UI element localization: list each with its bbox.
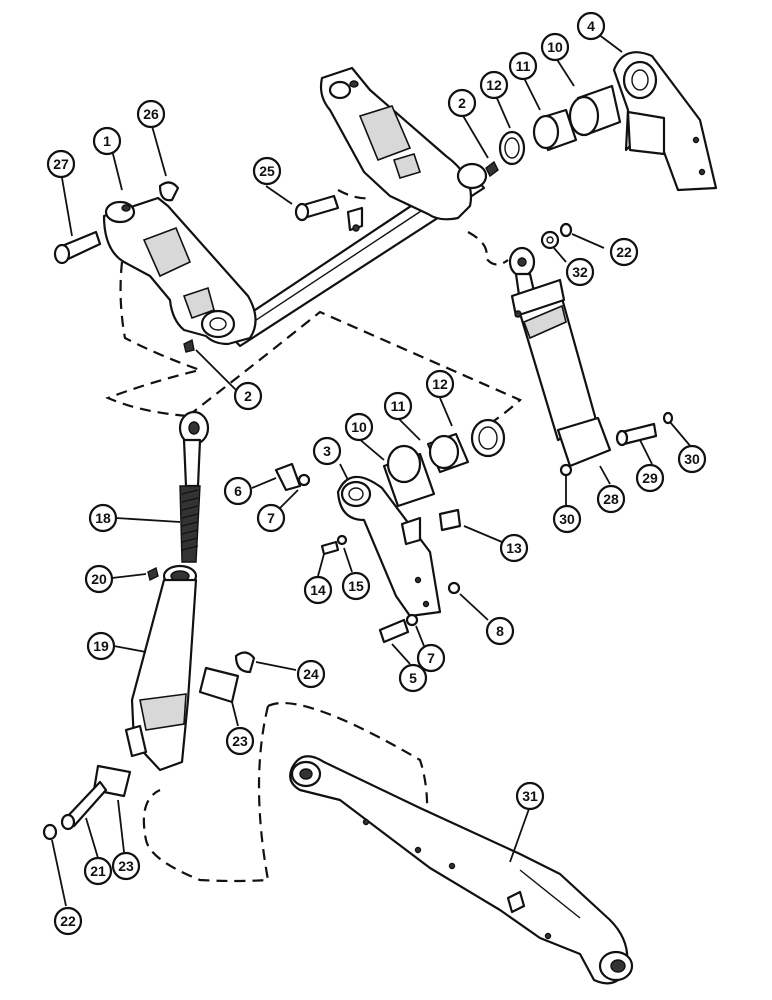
bushings-upper (498, 84, 622, 166)
svg-text:23: 23 (232, 733, 248, 749)
svg-text:11: 11 (516, 58, 531, 74)
svg-text:30: 30 (559, 511, 575, 527)
callout-11-lower: 11 (383, 391, 413, 421)
svg-text:20: 20 (91, 571, 107, 587)
callout-31: 31 (515, 781, 545, 811)
hydraulic-cylinder-28 (508, 246, 612, 468)
pin-25 (294, 194, 340, 222)
callout-22-lower: 22 (53, 906, 83, 936)
callout-4: 4 (576, 11, 606, 41)
block-13 (438, 508, 462, 532)
leader-lines (51, 33, 693, 907)
svg-text:26: 26 (143, 106, 159, 122)
callout-3: 3 (312, 436, 342, 466)
callout-12-upper: 12 (479, 70, 509, 100)
svg-text:12: 12 (486, 77, 502, 93)
callout-25: 25 (252, 156, 282, 186)
callout-32: 32 (565, 257, 595, 287)
svg-text:1: 1 (103, 133, 111, 149)
callout-10-lower: 10 (344, 412, 374, 442)
bracket-4 (612, 51, 718, 192)
grease-fitting-lower (183, 338, 195, 353)
callout-6: 6 (223, 476, 253, 506)
callout-21: 21 (83, 856, 113, 886)
callout-8: 8 (485, 616, 515, 646)
callout-15: 15 (341, 571, 371, 601)
bracket-3 (336, 475, 442, 618)
fitting-20 (147, 566, 159, 582)
pin-29-clip-30 (559, 411, 674, 477)
svg-text:10: 10 (547, 39, 563, 55)
yoke-19 (124, 564, 198, 772)
svg-text:18: 18 (95, 510, 111, 526)
callout-30-left: 30 (552, 504, 582, 534)
callout-26: 26 (136, 99, 166, 129)
callout-20: 20 (84, 564, 114, 594)
svg-text:27: 27 (53, 156, 69, 172)
callout-14: 14 (303, 575, 333, 605)
svg-text:7: 7 (427, 650, 435, 666)
svg-text:21: 21 (90, 863, 106, 879)
lower-link-31 (289, 755, 634, 985)
svg-text:15: 15 (348, 578, 364, 594)
clip-26 (158, 181, 180, 202)
callout-27: 27 (46, 149, 76, 179)
svg-text:23: 23 (118, 858, 134, 874)
callout-1: 1 (92, 126, 122, 156)
callout-29: 29 (635, 463, 665, 493)
callout-23-lower: 23 (111, 851, 141, 881)
washers-32-22 (540, 222, 573, 250)
bolts-6-14-5 (274, 462, 461, 644)
svg-text:24: 24 (303, 666, 319, 682)
bushings-lower (382, 418, 506, 508)
lift-shaft-assembly (102, 66, 488, 348)
blocks-23-pin-21 (42, 651, 256, 841)
svg-text:12: 12 (432, 376, 448, 392)
lift-rod-18 (178, 410, 210, 563)
svg-text:2: 2 (458, 95, 466, 111)
callout-11-upper: 11 (508, 51, 538, 81)
callout-7-upper: 7 (256, 503, 286, 533)
svg-text:28: 28 (603, 491, 619, 507)
callout-30-right: 30 (677, 444, 707, 474)
svg-text:31: 31 (522, 788, 538, 804)
svg-text:3: 3 (323, 443, 331, 459)
svg-text:6: 6 (234, 483, 242, 499)
callout-2-lower: 2 (233, 381, 263, 411)
svg-text:32: 32 (572, 264, 588, 280)
svg-text:14: 14 (310, 582, 326, 598)
callout-7-lower: 7 (416, 643, 446, 673)
svg-text:10: 10 (351, 419, 367, 435)
callout-5: 5 (398, 663, 428, 693)
svg-text:22: 22 (616, 244, 632, 260)
svg-text:25: 25 (259, 163, 275, 179)
callout-28: 28 (596, 484, 626, 514)
svg-text:22: 22 (60, 913, 76, 929)
svg-text:8: 8 (496, 623, 504, 639)
callout-24: 24 (296, 659, 326, 689)
svg-text:4: 4 (587, 18, 595, 34)
svg-text:5: 5 (409, 670, 417, 686)
grease-fitting-upper (485, 160, 499, 178)
pin-27 (53, 230, 102, 265)
assembly-dashed-lines (105, 189, 523, 883)
svg-text:19: 19 (93, 638, 109, 654)
callout-23-upper: 23 (225, 726, 255, 756)
svg-text:13: 13 (506, 540, 522, 556)
callout-22-upper: 22 (609, 237, 639, 267)
svg-text:2: 2 (244, 388, 252, 404)
callout-12-lower: 12 (425, 369, 455, 399)
callout-18: 18 (88, 503, 118, 533)
svg-text:30: 30 (684, 451, 700, 467)
svg-text:29: 29 (642, 470, 658, 486)
callout-19: 19 (86, 631, 116, 661)
svg-text:11: 11 (391, 398, 406, 414)
svg-text:7: 7 (267, 510, 275, 526)
callout-2-upper: 2 (447, 88, 477, 118)
callout-10-upper: 10 (540, 32, 570, 62)
callout-13: 13 (499, 533, 529, 563)
